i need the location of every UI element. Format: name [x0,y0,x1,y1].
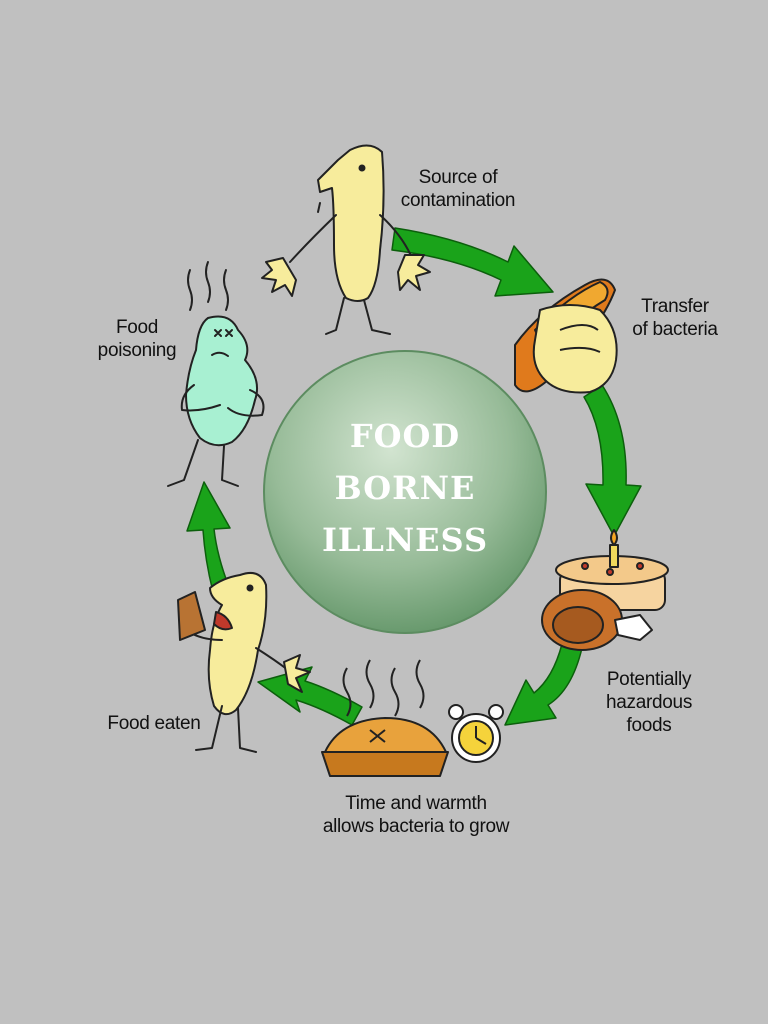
label-source-line-1: Source of [418,167,498,188]
center-title: FOOD BORNE ILLNESS [270,410,540,566]
label-hazardous-line-3: foods [626,715,672,736]
label-transfer-line-2: of bacteria [632,319,718,340]
label-food-poisoning: Food poisoning [82,316,192,362]
arrow-transfer-to-hazardous [583,384,642,537]
center-title-line-1: FOOD [349,417,461,455]
label-hazardous-line-2: hazardous [605,692,693,713]
label-food-eaten: Food eaten [94,712,214,735]
label-source-line-2: contamination [400,190,516,211]
label-source-of-contamination: Source of contamination [378,166,538,212]
hazardous-foods-illustration [541,529,669,651]
sick-character-illustration [167,261,265,487]
label-time-line-2: allows bacteria to grow [322,816,510,837]
label-poisoning-line-1: Food [115,317,159,338]
center-title-line-3: ILLNESS [321,521,489,559]
label-time-line-1: Time and warmth [345,793,487,814]
label-transfer-of-bacteria: Transfer of bacteria [612,295,738,341]
label-hazardous-line-1: Potentially [606,669,692,690]
label-potentially-hazardous-foods: Potentially hazardous foods [586,668,712,737]
center-circle [263,350,547,634]
label-time-and-warmth: Time and warmth allows bacteria to grow [298,792,534,838]
pie-and-clock-illustration [321,659,504,777]
transfer-hand-hotdog-illustration [514,278,618,394]
arrow-source-to-transfer [391,227,554,297]
label-transfer-line-1: Transfer [641,296,709,317]
arrow-eaten-to-poisoning [186,481,231,593]
arrow-hazardous-to-time [504,643,583,726]
center-title-line-2: BORNE [334,469,476,507]
eating-character-illustration [177,572,311,753]
label-eaten-line-1: Food eaten [107,713,201,734]
arrow-time-to-eaten [257,666,363,726]
cycle-arrows [186,227,642,726]
label-poisoning-line-2: poisoning [97,340,177,361]
source-character-illustration [261,144,431,335]
